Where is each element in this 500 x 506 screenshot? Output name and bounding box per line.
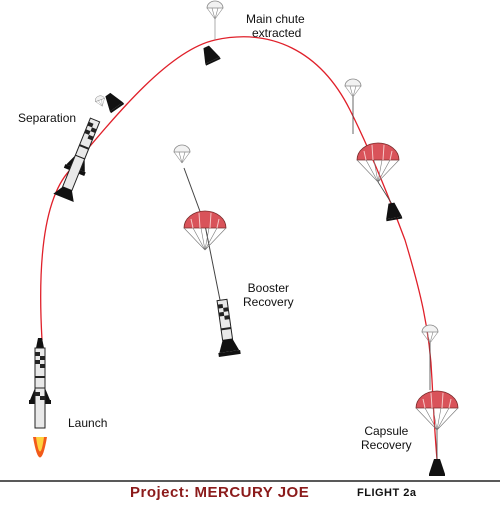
label-booster-line2: Recovery <box>243 295 294 309</box>
capsule-main-chute-1 <box>356 142 400 205</box>
apex-capsule <box>198 43 221 66</box>
label-booster-recovery: Booster Recovery <box>243 281 294 309</box>
label-capsule-recovery: Capsule Recovery <box>361 424 412 452</box>
launch-rocket <box>28 338 52 458</box>
label-capsule-line1: Capsule <box>364 424 409 438</box>
label-main-chute: Main chute extracted <box>246 12 305 40</box>
booster-drogue <box>173 144 191 164</box>
footer-title: Project: MERCURY JOE <box>130 484 310 501</box>
capsule-landed <box>429 459 445 476</box>
separation-drogue <box>93 94 108 109</box>
separation-capsule <box>101 90 125 114</box>
booster-descending <box>210 297 242 358</box>
trajectory-arc <box>40 36 439 471</box>
separation-rocket <box>53 115 106 203</box>
capsule-drogue-2 <box>421 324 439 390</box>
apex-drogue <box>206 0 224 40</box>
footer-flight: FLIGHT 2a <box>357 487 417 499</box>
label-main-chute-line2: extracted <box>252 26 302 40</box>
label-main-chute-line1: Main chute <box>246 12 305 26</box>
capsule-drogue-1 <box>344 78 362 134</box>
footer: Project: MERCURY JOE FLIGHT 2a <box>0 484 500 506</box>
label-booster-line1: Booster <box>247 281 290 295</box>
capsule-main-chute-2 <box>415 390 459 460</box>
label-launch: Launch <box>68 416 108 430</box>
capsule-descending-1 <box>383 201 403 222</box>
label-capsule-line2: Recovery <box>361 438 412 452</box>
booster-main-chute <box>183 210 227 251</box>
label-separation: Separation <box>18 111 77 125</box>
